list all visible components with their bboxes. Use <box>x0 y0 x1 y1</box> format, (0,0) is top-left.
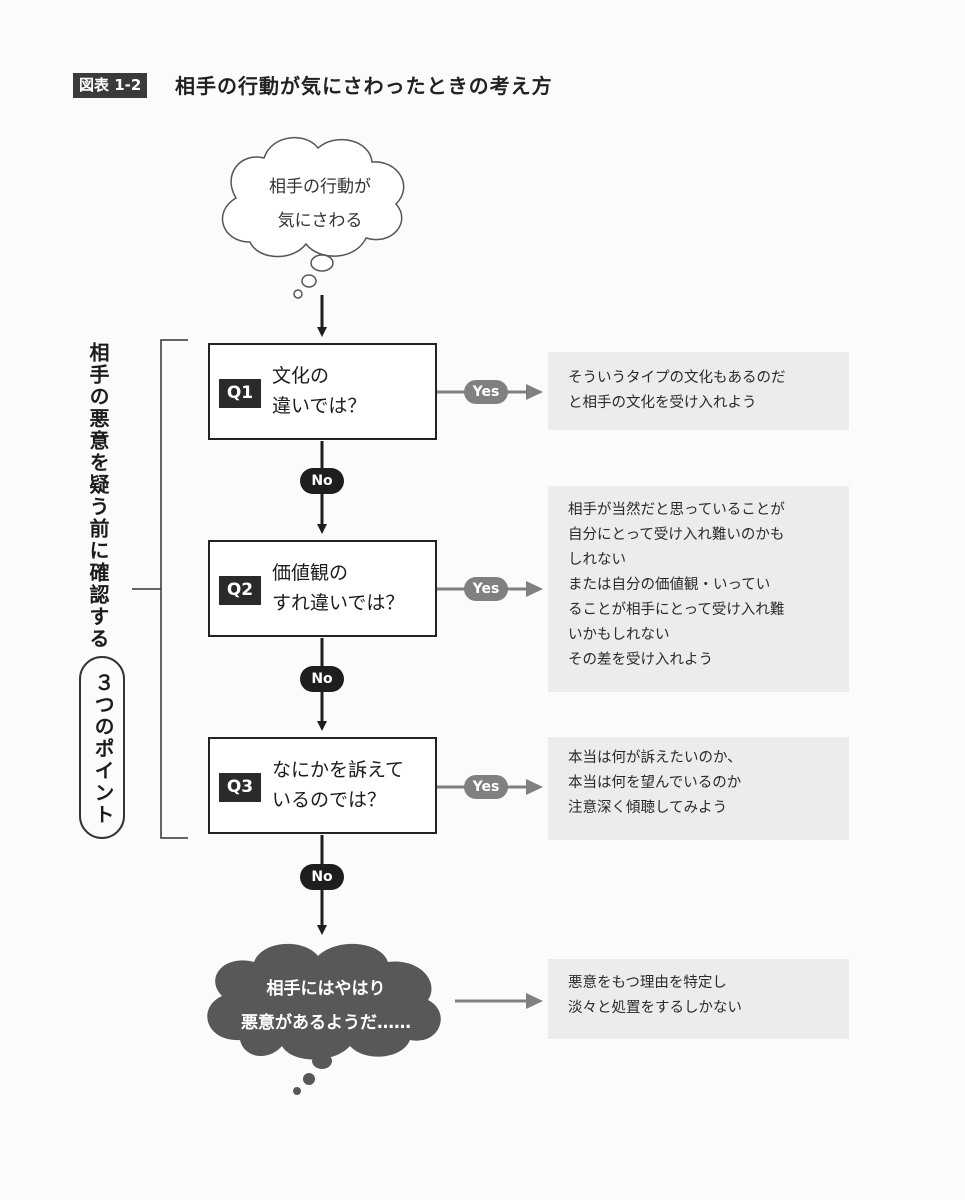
answer-line: と相手の文化を受け入れよう <box>568 395 757 411</box>
question-line: 価値観の <box>272 562 349 584</box>
side-label-pill: ３つのポイント <box>79 656 125 839</box>
answer-line: 本当は何を望んでいるのか <box>568 775 742 791</box>
question-text: なにかを訴えて いるのでは？ <box>272 755 404 815</box>
answer-box-final: 悪意をもつ理由を特定し 淡々と処置をするしかない <box>548 959 849 1039</box>
answer-line: または自分の価値観・いってい <box>568 577 771 593</box>
question-badge: Q1 <box>219 379 261 408</box>
question-line: 違いでは？ <box>272 395 367 417</box>
question-line: なにかを訴えて <box>272 759 405 781</box>
end-cloud-line: 悪意があるようだ…… <box>241 1013 411 1033</box>
start-thought-cloud <box>221 136 405 299</box>
question-box-q3: Q3 なにかを訴えて いるのでは？ <box>208 737 437 834</box>
end-thought-cloud <box>207 943 441 1095</box>
end-cloud-line: 相手にはやはり <box>266 979 386 999</box>
thought-bubble-small <box>293 289 303 299</box>
answer-line: 自分にとって受け入れ難いのかも <box>568 527 785 543</box>
answer-line: 注意深く傾聴してみよう <box>568 800 728 816</box>
answer-line: 淡々と処置をするしかない <box>568 1000 742 1016</box>
answer-box-q3: 本当は何が訴えたいのか、 本当は何を望んでいるのか 注意深く傾聴してみよう <box>548 737 849 840</box>
question-line: すれ違いでは？ <box>272 592 405 614</box>
answer-line: 本当は何が訴えたいのか、 <box>568 750 742 766</box>
answer-line: ることが相手にとって受け入れ難 <box>568 602 785 618</box>
start-cloud-text: 相手の行動が 気にさわる <box>240 170 400 238</box>
side-label-pill-text: ３つのポイント <box>91 672 115 826</box>
question-text: 価値観の すれ違いでは？ <box>272 558 404 618</box>
thought-bubble-large <box>310 254 334 272</box>
answer-box-q2: 相手が当然だと思っていることが 自分にとって受け入れ難いのかも しれない または… <box>548 486 849 692</box>
question-badge: Q2 <box>219 576 261 605</box>
side-label-main: 相手の悪意を疑う前に確認する <box>86 342 110 650</box>
start-cloud-line: 相手の行動が <box>269 177 371 197</box>
thought-bubble-small <box>293 1087 301 1095</box>
question-line: いるのでは？ <box>272 789 387 811</box>
answer-line: しれない <box>568 552 626 568</box>
no-label-q2: No <box>300 666 344 692</box>
question-text: 文化の 違いでは？ <box>272 361 366 421</box>
answer-line: 悪意をもつ理由を特定し <box>568 975 727 991</box>
answer-line: 相手が当然だと思っていることが <box>568 502 785 518</box>
answer-line: その差を受け入れよう <box>568 652 713 668</box>
question-box-q2: Q2 価値観の すれ違いでは？ <box>208 540 437 637</box>
figure-badge: 図表 1-2 <box>73 73 148 98</box>
thought-bubble-large <box>312 1053 332 1069</box>
answer-line: いかもしれない <box>568 627 670 643</box>
thought-bubble-medium <box>301 274 317 288</box>
figure-title: 相手の行動が気にさわったときの考え方 <box>175 74 553 98</box>
end-arrow <box>455 993 543 1009</box>
no-label-q3: No <box>300 864 344 890</box>
yes-label-q2: Yes <box>464 577 508 601</box>
question-box-q1: Q1 文化の 違いでは？ <box>208 343 437 440</box>
answer-line: そういうタイプの文化もあるのだ <box>568 370 786 386</box>
end-cloud-text: 相手にはやはり 悪意があるようだ…… <box>208 972 444 1040</box>
question-badge: Q3 <box>219 773 261 802</box>
thought-bubble-medium <box>303 1073 315 1085</box>
answer-box-q1: そういうタイプの文化もあるのだ と相手の文化を受け入れよう <box>548 352 849 430</box>
no-label-q1: No <box>300 468 344 494</box>
yes-label-q3: Yes <box>464 775 508 799</box>
question-line: 文化の <box>272 365 330 387</box>
start-cloud-line: 気にさわる <box>277 211 363 231</box>
left-bracket <box>132 339 188 839</box>
yes-label-q1: Yes <box>464 380 508 404</box>
